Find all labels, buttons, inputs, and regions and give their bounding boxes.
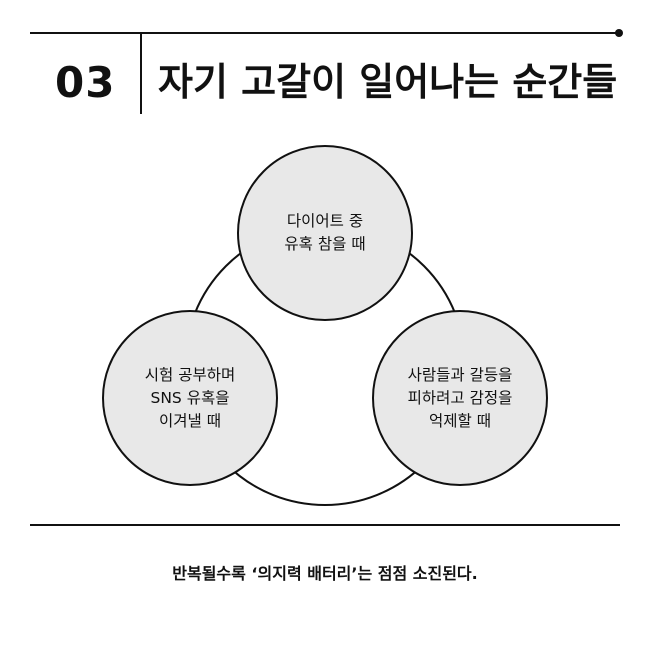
section-number: 03 [55, 58, 116, 107]
node-circle-left [102, 310, 278, 486]
node-line: SNS 유혹을 [150, 389, 230, 407]
node-line: 피하려고 감정을 [407, 389, 513, 407]
node-line: 다이어트 중 [286, 212, 364, 230]
node-circle-right [372, 310, 548, 486]
node-label-left: 시험 공부하며 SNS 유혹을 이겨낼 때 [115, 364, 265, 433]
node-label-top: 다이어트 중 유혹 참을 때 [250, 210, 400, 256]
node-label-right: 사람들과 갈등을 피하려고 감정을 억제할 때 [385, 364, 535, 433]
node-line: 시험 공부하며 [144, 366, 236, 384]
bottom-rule [30, 524, 620, 526]
title-divider [140, 34, 142, 114]
node-line: 억제할 때 [429, 412, 491, 430]
node-circle-top [237, 145, 413, 321]
footer-caption: 반복될수록 ‘의지력 배터리’는 점점 소진된다. [172, 564, 478, 583]
node-line: 사람들과 갈등을 [407, 366, 513, 384]
node-line: 이겨낼 때 [159, 412, 221, 430]
top-rule [30, 32, 620, 34]
rule-end-dot [615, 29, 623, 37]
node-line: 유혹 참을 때 [284, 235, 366, 253]
section-title: 자기 고갈이 일어나는 순간들 [158, 60, 618, 104]
